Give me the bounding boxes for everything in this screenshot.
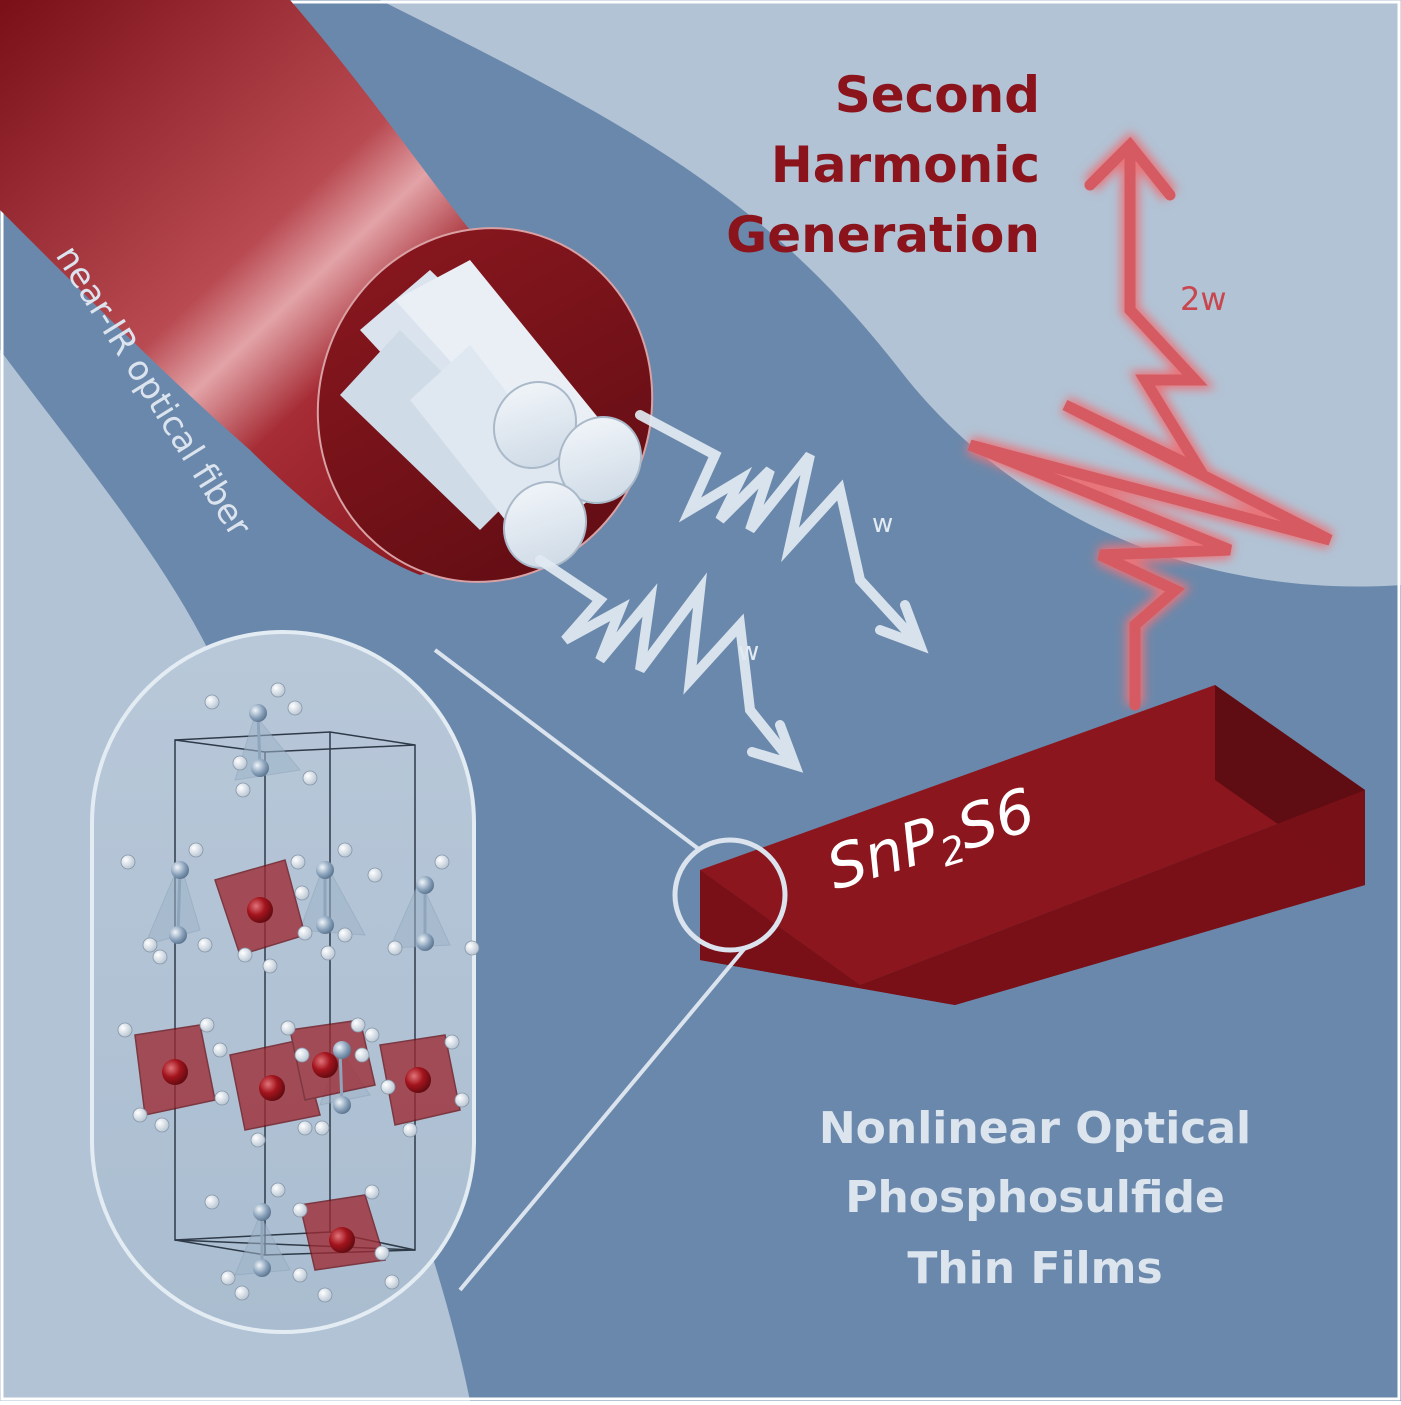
footer-line-3: Thin Films — [907, 1243, 1162, 1294]
title-line-3: Generation — [726, 206, 1040, 264]
sulfur-atoms — [117, 682, 480, 1303]
fundamental-wave-2 — [535, 555, 795, 765]
structure-capsule — [90, 630, 476, 1334]
crystal-slab — [700, 685, 1365, 1005]
title-line-2: Harmonic — [771, 136, 1040, 194]
callout-line-bottom — [458, 946, 747, 1292]
slab-front-face — [700, 790, 1365, 1005]
fundamental-label-2: w — [738, 637, 759, 667]
arrowhead-1 — [875, 600, 929, 654]
fiber-core-3 — [502, 480, 588, 570]
fundamental-label-1: w — [872, 509, 893, 539]
fundamental-wave-1 — [635, 410, 920, 645]
footer-line-1: Nonlinear Optical — [819, 1103, 1251, 1154]
footer-line-2: Phosphosulfide — [845, 1172, 1225, 1223]
title: Second Harmonic Generation — [726, 66, 1040, 264]
phosphorus-atoms — [169, 704, 434, 1277]
harmonic-wave — [966, 131, 1335, 711]
bonds — [176, 712, 427, 1268]
fiber-cores — [340, 260, 643, 570]
harmonic-wave-line — [967, 136, 1333, 711]
slab-top — [700, 685, 1365, 985]
title-line-1: Second — [835, 66, 1040, 124]
optical-fiber — [0, 0, 654, 583]
crystal-structure — [117, 682, 480, 1303]
zoom-circle — [672, 837, 788, 953]
footer: Nonlinear Optical Phosphosulfide Thin Fi… — [819, 1103, 1251, 1294]
callout-line-top — [433, 648, 702, 852]
arrowhead-2 — [747, 720, 804, 773]
tin-atoms — [162, 897, 431, 1253]
harmonic-label: 2w — [1180, 280, 1227, 318]
fundamental-waves — [535, 410, 929, 773]
